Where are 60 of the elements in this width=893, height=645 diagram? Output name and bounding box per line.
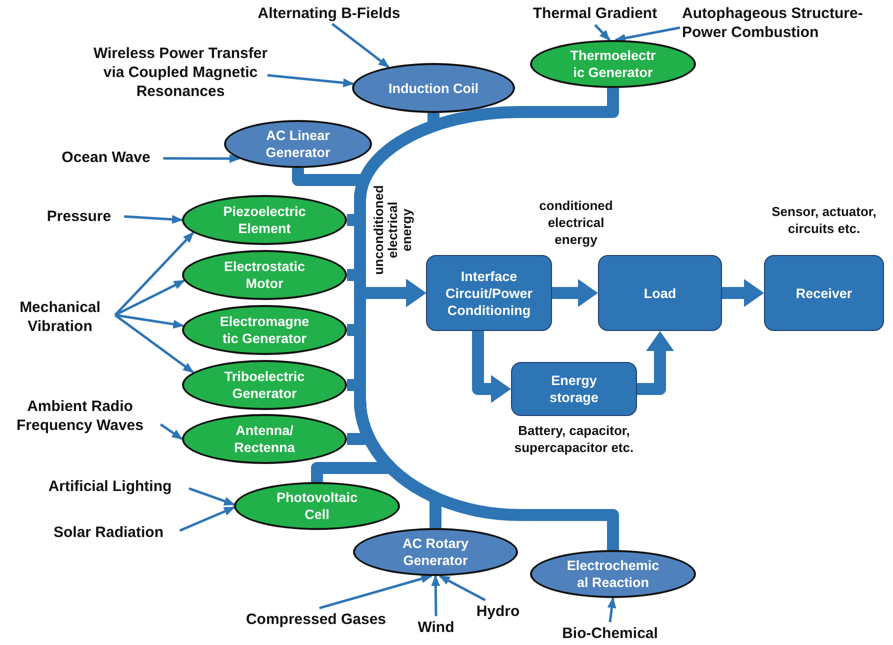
- node-label: Induction Coil: [388, 80, 480, 96]
- source-label: Wind: [410, 618, 462, 637]
- arrow: [331, 22, 390, 68]
- edge-label: conditioned electrical energy: [538, 197, 614, 248]
- arrow: [319, 574, 432, 610]
- arrow: [614, 26, 680, 43]
- node-label: Receiver: [796, 284, 852, 302]
- arrow: [124, 214, 183, 224]
- process-box: [764, 255, 884, 331]
- source-label: Ocean Wave: [52, 148, 160, 167]
- arrow: [114, 314, 194, 374]
- arrow: [179, 506, 236, 532]
- arrow: [431, 575, 440, 616]
- node-label: Photovoltaic Cell: [275, 489, 358, 523]
- source-label: Wireless Power Transfer via Coupled Magnetic Resonances: [88, 44, 273, 101]
- source-label: Mechanical Vibration: [8, 298, 112, 336]
- arrow: [114, 314, 184, 329]
- arrow: [594, 24, 610, 41]
- node-label: Piezoelectric Element: [222, 203, 307, 237]
- source-label: Solar Radiation: [40, 523, 177, 542]
- block-arrow: [637, 331, 674, 395]
- arrow: [607, 597, 616, 622]
- source-label: Compressed Gases: [232, 610, 400, 629]
- arrow: [160, 423, 183, 440]
- node-label: Electrochemic al Reaction: [566, 557, 660, 591]
- block-arrow: [472, 331, 511, 403]
- source-label: Autophageous Structure-Power Combustion: [682, 4, 887, 42]
- source-label: Pressure: [38, 207, 120, 226]
- block-arrow: [552, 279, 598, 307]
- node-label: Triboelectric Generator: [223, 368, 306, 402]
- source-label: Artificial Lighting: [34, 477, 186, 496]
- arrow: [267, 74, 354, 88]
- source-label: Hydro: [466, 602, 530, 621]
- node-label: Antenna/ Rectenna: [233, 422, 296, 456]
- node-label: Thermoelectr ic Generator: [569, 47, 657, 81]
- arrow: [114, 232, 194, 316]
- bus-connector: [354, 279, 619, 550]
- annotation-text: Sensor, actuator, circuits etc.: [770, 203, 878, 237]
- node-label: Electrostatic Motor: [222, 258, 306, 292]
- process-box: [511, 362, 637, 416]
- node-label: Electromagne tic Generator: [218, 313, 310, 347]
- source-label: Alternating B-Fields: [248, 4, 410, 23]
- source-label: Thermal Gradient: [520, 4, 670, 23]
- arrow: [114, 279, 185, 316]
- arrow: [163, 154, 240, 164]
- generator-ellipse: [182, 360, 347, 410]
- block-arrow: [722, 279, 764, 307]
- process-box: [426, 255, 552, 331]
- rotated-label: unconditioned electrical energy: [372, 184, 414, 277]
- source-label: Bio-Chemical: [550, 624, 670, 643]
- node-label: Interface Circuit/Power Conditioning: [444, 268, 534, 318]
- node-label: Load: [644, 284, 676, 302]
- arrow: [188, 487, 236, 506]
- process-box: [598, 255, 722, 331]
- arrow: [438, 574, 486, 602]
- annotation-text: Battery, capacitor, supercapacitor etc.: [513, 422, 635, 456]
- node-label: Energy storage: [548, 372, 600, 406]
- node-label: AC Linear Generator: [264, 127, 332, 161]
- source-label: Ambient Radio Frequency Waves: [4, 397, 156, 435]
- node-label: AC Rotary Generator: [401, 535, 470, 569]
